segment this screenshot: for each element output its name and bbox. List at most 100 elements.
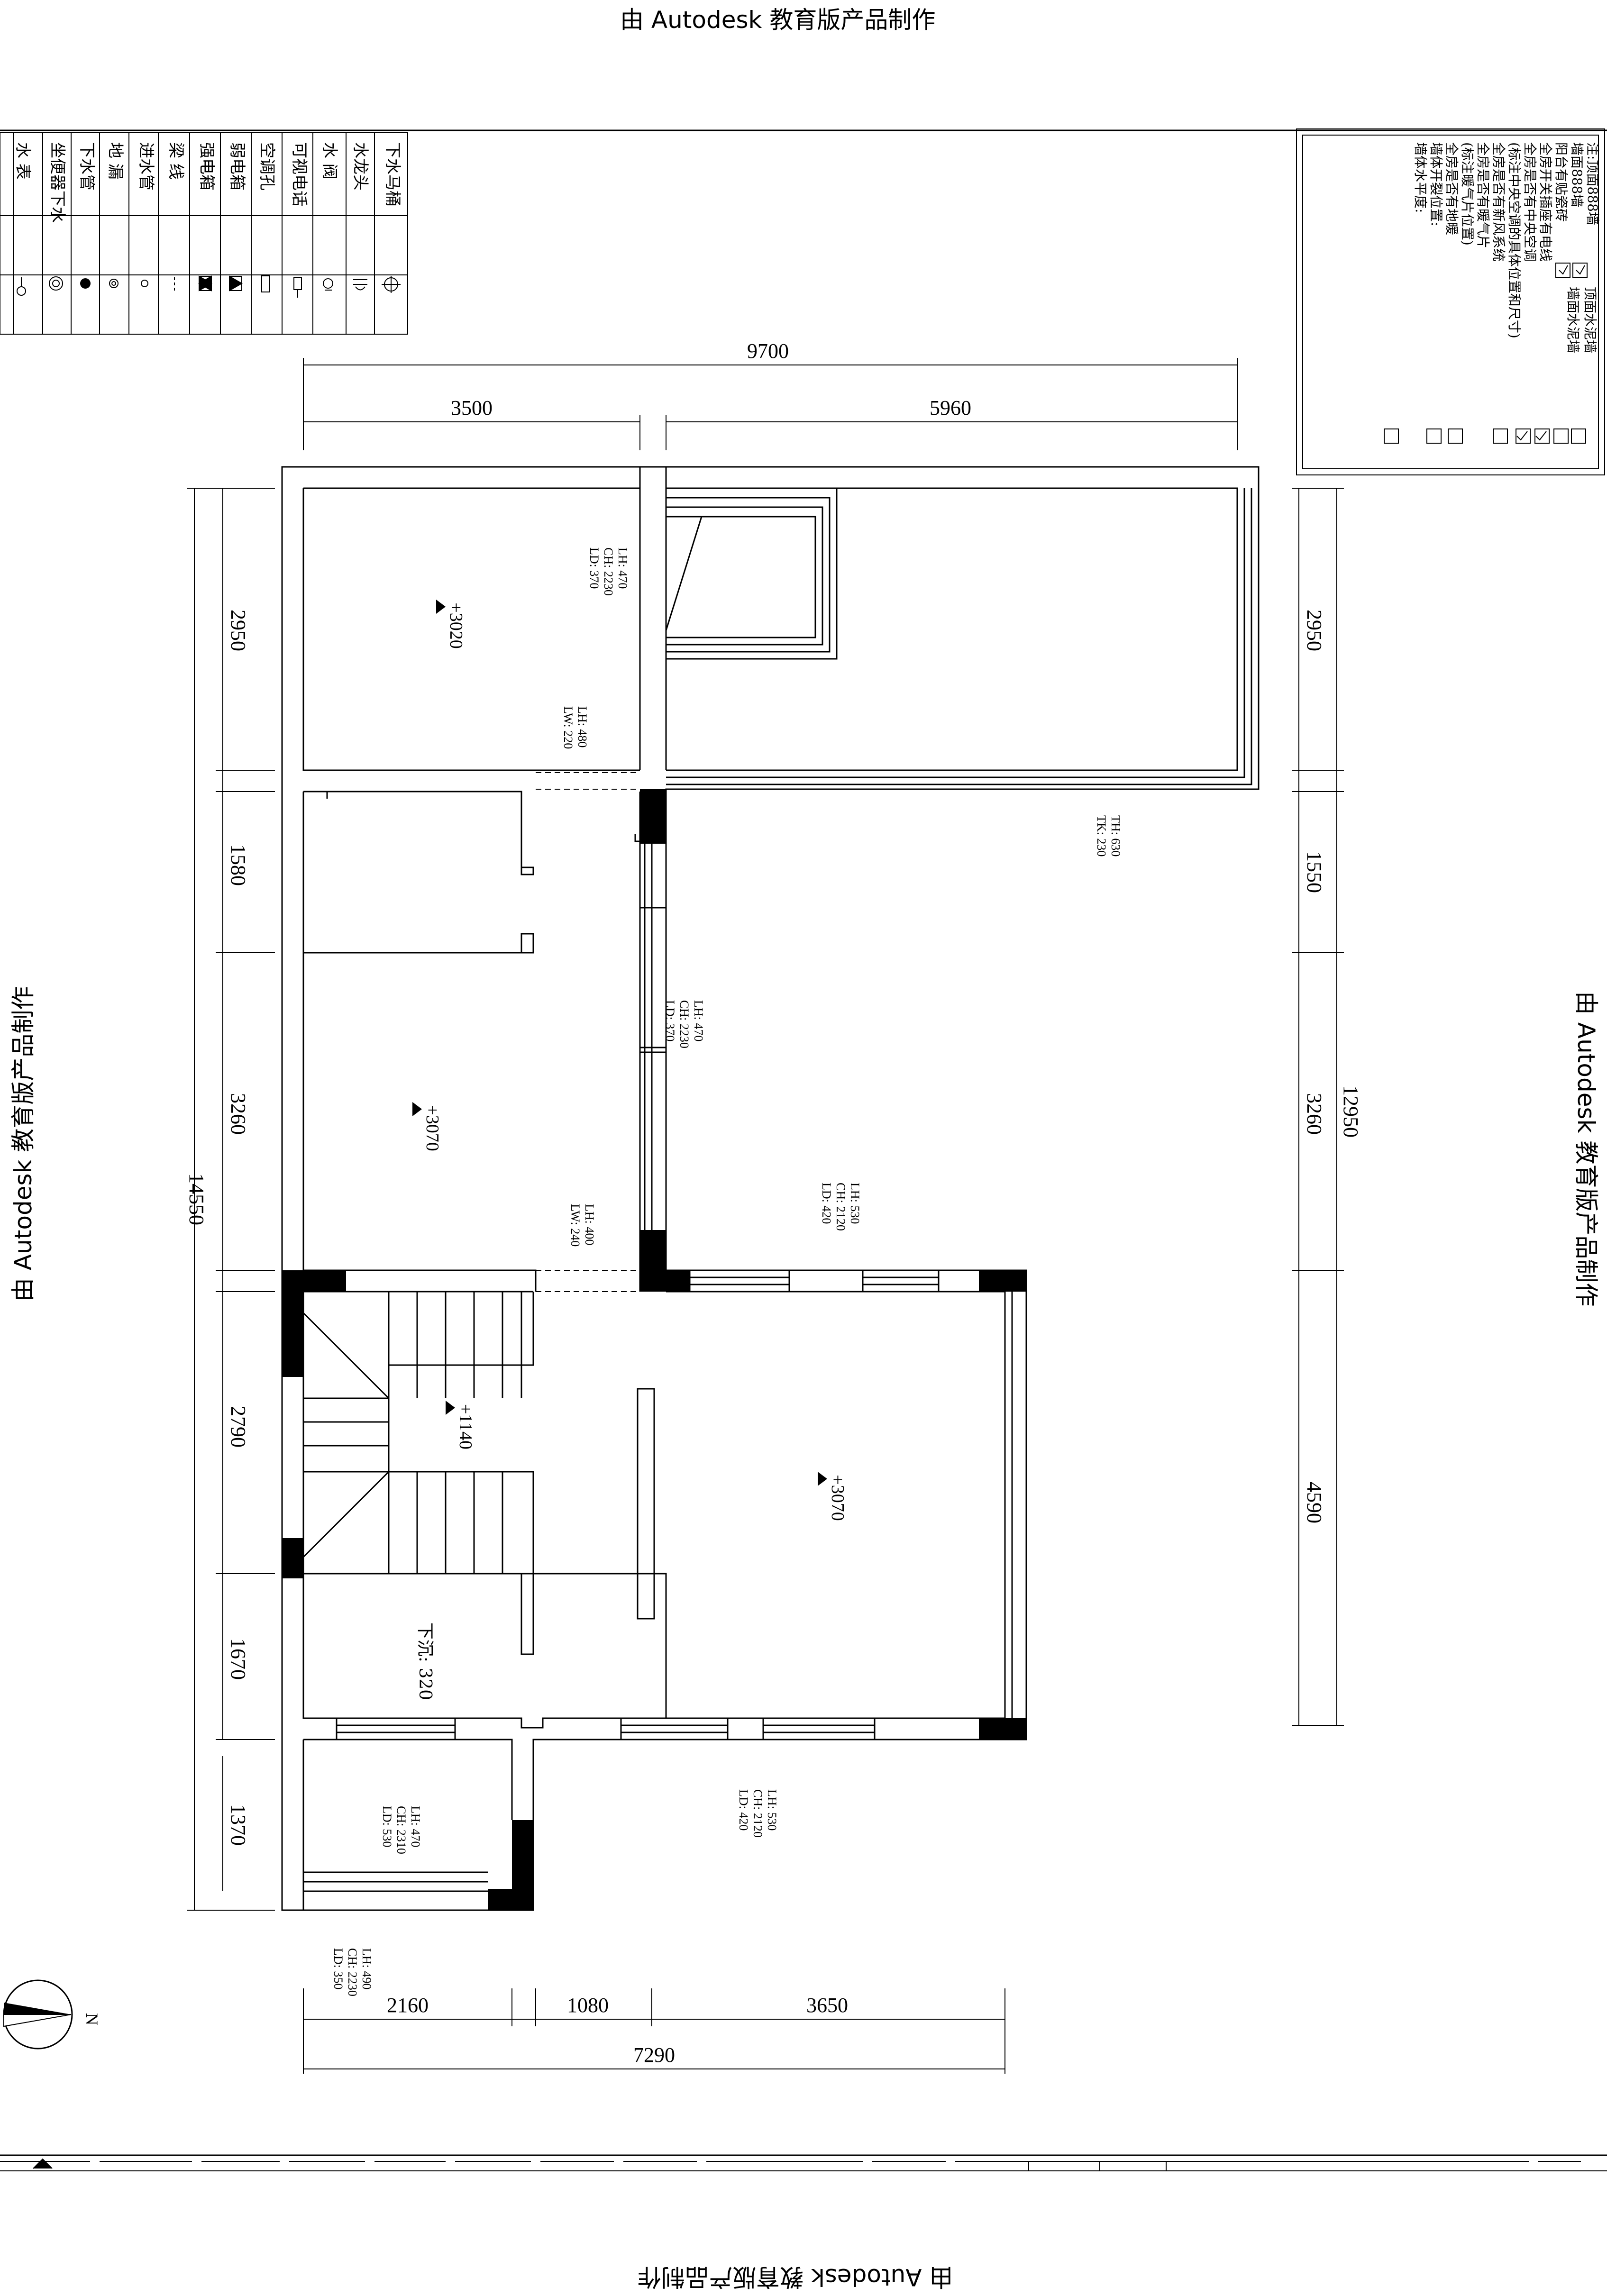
dim-top-seg: 3500 (451, 396, 493, 419)
window-note: CH: 2230 (677, 1000, 691, 1048)
elevation-label: +3070 (828, 1475, 848, 1521)
legend-label: 地 漏 (106, 142, 125, 180)
notes-line: (标注中央空调的具体位置和尺寸) (1507, 142, 1522, 338)
window-note: LH: 470 (616, 547, 630, 589)
watermark-right: 由 Autodesk 教育版产品制作 (1572, 991, 1600, 1307)
window-note: LH: 470 (692, 1000, 705, 1041)
notes-line: 全房是否有新风系统 (1491, 142, 1507, 262)
floor-drain-icon (109, 279, 119, 288)
elevation-marker-icon (412, 1102, 422, 1116)
window-note: CH: 2120 (751, 1789, 765, 1838)
structural-columns (282, 789, 1026, 1910)
legend-label: 弱电箱 (228, 142, 247, 191)
dim-left-seg: 3260 (227, 1093, 250, 1135)
legend-label: 空调孔 (257, 142, 276, 191)
dim-bottom-total: 7290 (633, 2043, 675, 2067)
window-note: LH: 400 (583, 1204, 596, 1245)
sunken-label: 下沉: 320 (415, 1622, 435, 1700)
inlet-pipe-icon (141, 280, 148, 287)
notes-line: 墙面888墙 (1569, 142, 1585, 207)
drain-pipe-icon (80, 278, 91, 289)
notes-line: 全房是否有暖气片 (1475, 142, 1491, 248)
window-note: LH: 530 (765, 1789, 779, 1831)
dim-bottom-seg: 1080 (567, 1994, 609, 2017)
window-note: LH: 530 (848, 1183, 862, 1224)
window-note: LW: 240 (568, 1204, 582, 1247)
window-note: LH: 490 (360, 1948, 374, 1989)
legend-table (0, 132, 408, 335)
window-note: TH: 630 (1109, 815, 1123, 856)
dim-left-seg: 2950 (227, 610, 250, 651)
legend-label: 水 阀 (320, 142, 339, 180)
watermark-bottom: 由 Autodesk 教育版产品制作 (638, 2263, 953, 2291)
dim-left-seg: 1580 (227, 844, 250, 886)
dim-right-seg: 2950 (1303, 610, 1326, 651)
dim-left-total: 14550 (185, 1173, 208, 1225)
compass-north-label: N (82, 2013, 101, 2025)
elevation-marker-icon (446, 1401, 455, 1415)
elevation-marker-icon (818, 1472, 827, 1486)
legend-label: 下水马桶 (383, 142, 402, 207)
title-block-strip (0, 2158, 1607, 2171)
water-meter-icon (17, 277, 26, 296)
strong-current-box-icon (198, 275, 213, 292)
notes-checklist: 顶面水泥墙 (1582, 287, 1598, 353)
ac-hole-icon (261, 275, 270, 292)
toilet-drain-icon (382, 276, 401, 293)
legend-label: 下水管 (77, 142, 96, 191)
dim-left-seg: 1670 (227, 1638, 250, 1680)
notes-checklist: 墙面水泥墙 (1565, 287, 1581, 353)
elevation-marker-icon (436, 600, 446, 614)
window-note: CH: 2230 (346, 1948, 359, 1996)
window-note: LD: 350 (331, 1948, 345, 1989)
dim-right-seg: 3260 (1303, 1093, 1326, 1135)
notes-line: 注:顶面888墙 (1585, 142, 1600, 225)
dim-top-seg: 5960 (930, 396, 971, 419)
window-note: LD: 370 (663, 1000, 677, 1041)
water-valve-icon (323, 278, 333, 291)
window-note: CH: 2230 (602, 547, 615, 596)
notes-line: (标注暖气片位置) (1460, 142, 1475, 246)
window-note: CH: 2120 (834, 1183, 848, 1231)
dim-right-seg: 1550 (1303, 851, 1326, 893)
dimension-lines (187, 358, 1344, 2074)
notes-line: 全房是否有地暖 (1444, 142, 1460, 235)
elevation-label: +1140 (456, 1404, 475, 1449)
window-note: LH: 470 (409, 1806, 422, 1847)
door-openings (536, 772, 640, 1292)
window-note: LH: 480 (575, 706, 589, 747)
dim-bottom-seg: 2160 (387, 1994, 429, 2017)
notes-line: 阳台有贴瓷砖 (1553, 142, 1569, 222)
window-note: LW: 220 (561, 706, 575, 749)
legend-label: 水 表 (13, 142, 32, 180)
window-note: LD: 370 (587, 547, 601, 589)
window-note: LD: 420 (737, 1789, 750, 1831)
dim-top-total: 9700 (747, 339, 789, 363)
legend-label: 进水管 (137, 142, 155, 191)
legend-label: 梁 线 (166, 142, 185, 180)
notes-box (1296, 128, 1605, 475)
dim-right-seg: 4590 (1303, 1482, 1326, 1523)
watermark-top: 由 Autodesk 教育版产品制作 (620, 6, 936, 34)
elevation-label: +3020 (446, 602, 466, 648)
dim-right-total: 12950 (1339, 1085, 1362, 1138)
elevation-label: +3070 (422, 1105, 442, 1151)
weak-current-box-icon (229, 275, 243, 292)
toilet-outlet-icon (49, 276, 63, 291)
compass-icon (3, 1979, 73, 2050)
window-note: TK: 230 (1095, 815, 1108, 856)
video-phone-icon (293, 277, 302, 298)
legend-label: 水龙头 (351, 142, 370, 191)
watermark-left: 由 Autodesk 教育版产品制作 (9, 986, 37, 1302)
notes-line: 全房开关插座有电线 (1538, 142, 1553, 262)
window-note: LD: 420 (820, 1183, 833, 1224)
dim-left-seg: 1370 (227, 1804, 250, 1846)
faucet-icon (353, 279, 367, 291)
window-note: CH: 2310 (394, 1806, 408, 1854)
dim-bottom-seg: 3650 (806, 1994, 848, 2017)
legend-label: 可视电话 (290, 142, 309, 207)
notes-line: 全房是否有中央空调 (1522, 142, 1538, 262)
notes-line: 墙体开裂位置: (1428, 142, 1444, 226)
dim-left-seg: 2790 (227, 1406, 250, 1448)
